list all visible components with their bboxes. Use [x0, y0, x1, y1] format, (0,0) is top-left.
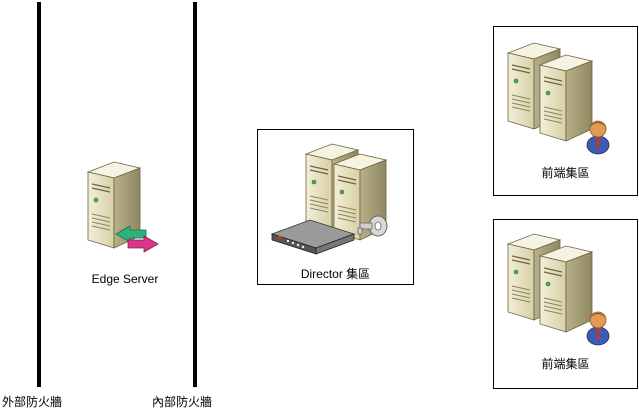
front-end-pool-label-1: 前端集區: [541, 166, 590, 180]
external-firewall-line: [37, 2, 41, 387]
internal-firewall-line: [193, 2, 197, 387]
front-end-servers-icon-2: [507, 233, 610, 346]
edge-server-icon: [87, 161, 159, 253]
director-pool-label: Director 集區: [300, 267, 371, 281]
front-end-pool-box-1: 前端集區: [493, 26, 638, 196]
internal-firewall-label: 內部防火牆: [152, 395, 213, 409]
director-pool-box: Director 集區: [257, 129, 414, 285]
front-end-pool-box-2: 前端集區: [493, 219, 638, 389]
front-end-servers-icon-1: [507, 42, 610, 155]
edge-server-label: Edge Server: [91, 272, 159, 286]
director-servers-icon: [270, 143, 388, 255]
front-end-pool-label-2: 前端集區: [541, 357, 590, 371]
external-firewall-label: 外部防火牆: [2, 395, 63, 409]
